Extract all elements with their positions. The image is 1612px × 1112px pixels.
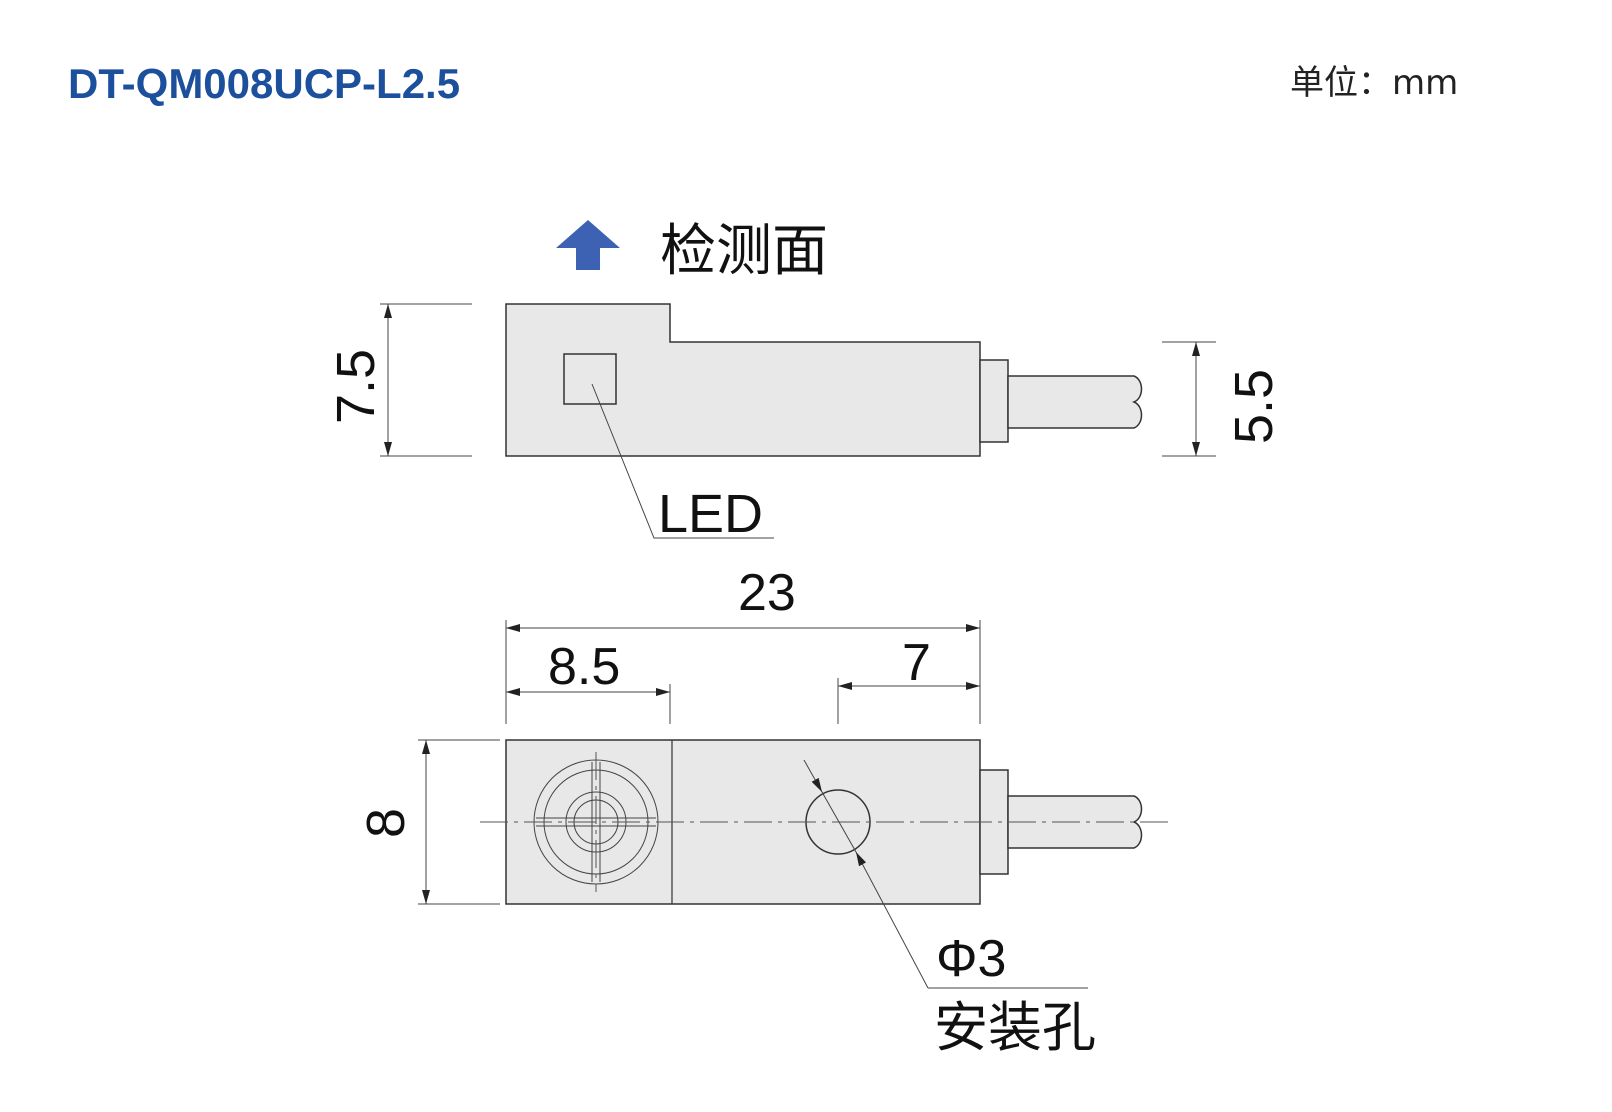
led-leader-line xyxy=(591,383,774,539)
model-title: DT-QM008UCP-L2.5 xyxy=(68,60,460,107)
unit-label: 单位：mm xyxy=(1290,63,1458,103)
side-cable-gland xyxy=(979,359,1009,443)
cable-dim-text: 5.5 xyxy=(1224,369,1284,444)
hole-dim-text: Φ3 xyxy=(936,930,1006,988)
side-housing xyxy=(505,303,981,457)
face-dim-text: 8.5 xyxy=(548,638,620,696)
sensing-face-indicator: 检测面 xyxy=(556,219,828,284)
hole-dim-arrow-lower xyxy=(855,851,929,989)
side-view: LED 7.5 5.5 xyxy=(326,303,1284,544)
sensing-face-label: 检测面 xyxy=(660,219,828,284)
height-dim-text: 7.5 xyxy=(326,349,386,424)
hole-label: 安装孔 xyxy=(934,996,1096,1059)
led-label: LED xyxy=(658,484,763,544)
hole-dim-arrow-upper xyxy=(803,759,823,793)
hole-offset-dim-text: 7 xyxy=(902,634,931,692)
width-dim-text: 8 xyxy=(356,808,416,838)
arrow-up-icon xyxy=(556,220,620,270)
length-dim-text: 23 xyxy=(738,564,796,622)
top-view: 23 8.5 7 xyxy=(356,564,1172,1059)
side-cable xyxy=(1007,375,1143,429)
led-window xyxy=(563,353,617,405)
